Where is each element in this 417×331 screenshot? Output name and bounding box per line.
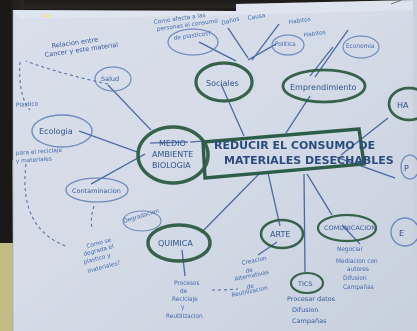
arte-node: ARTE	[270, 230, 290, 239]
medio-node-line-1: MEDIO	[159, 139, 186, 148]
sociales-node: Sociales	[206, 79, 239, 88]
mediacion-line-2: autores	[347, 267, 369, 273]
habitos-note-2: Habitos	[303, 30, 326, 39]
politica-note: Politica	[275, 42, 296, 48]
creacion-line-1: Creacion	[241, 256, 267, 267]
medio-node-line-3: BIOLOGIA	[152, 161, 191, 170]
left-note-line-3: y materiales	[16, 156, 52, 165]
right-edge-node-3: E	[399, 229, 404, 238]
center-topic-line-2: MATERIALES DESECHABLES	[224, 154, 394, 167]
habitos-note-1: Habitos	[288, 17, 311, 26]
contaminacion-note: Contaminacion	[72, 187, 121, 195]
center-topic-line-1: REDUCIR EL CONSUMO DE	[214, 139, 375, 152]
procesos-line-2: de	[180, 289, 188, 295]
salud-note: Salud	[101, 75, 119, 83]
creacion-line-2: de	[245, 267, 254, 274]
creacion-line-4: de	[246, 283, 255, 290]
left-note-line-2: para el reciclaje	[16, 148, 63, 157]
tics-node: TICS	[297, 280, 313, 288]
procesar-line-1: Procesar datos	[287, 295, 336, 303]
top-note-causa: Causa	[247, 13, 266, 22]
procesos-line-4: y	[181, 305, 185, 311]
right-edge-node-2: P	[404, 164, 409, 173]
economia-note: Economia	[346, 44, 375, 50]
right-edge-node-1: HA	[397, 101, 409, 110]
campanas-note: Campañas	[343, 285, 374, 291]
top-note-danos: Daños	[221, 16, 240, 27]
procesos-line-3: Reciclaje	[172, 297, 198, 303]
procesos-line-1: Procesos	[174, 281, 200, 287]
emprendimiento-node: Emprendimiento	[290, 83, 356, 92]
medio-node-line-2: AMBIENTE	[152, 150, 193, 159]
ecologia-note: Ecologia	[39, 127, 73, 136]
procesar-line-2: Difusion	[292, 306, 319, 314]
difusion-note: Difusion	[343, 276, 367, 282]
negociar-note: Negociar	[337, 247, 363, 253]
procesos-line-5: Reutilizacion	[166, 314, 203, 320]
question-top-line-3: de plasticos?	[173, 31, 211, 42]
quimica-node: QUIMICA	[158, 239, 193, 248]
comunicacion-node: COMUNICACION	[324, 224, 376, 232]
left-note-line-1: Plastico	[16, 101, 39, 109]
mediacion-line-1: Mediacion con	[336, 259, 378, 265]
procesar-line-3: Campañas	[292, 317, 327, 325]
